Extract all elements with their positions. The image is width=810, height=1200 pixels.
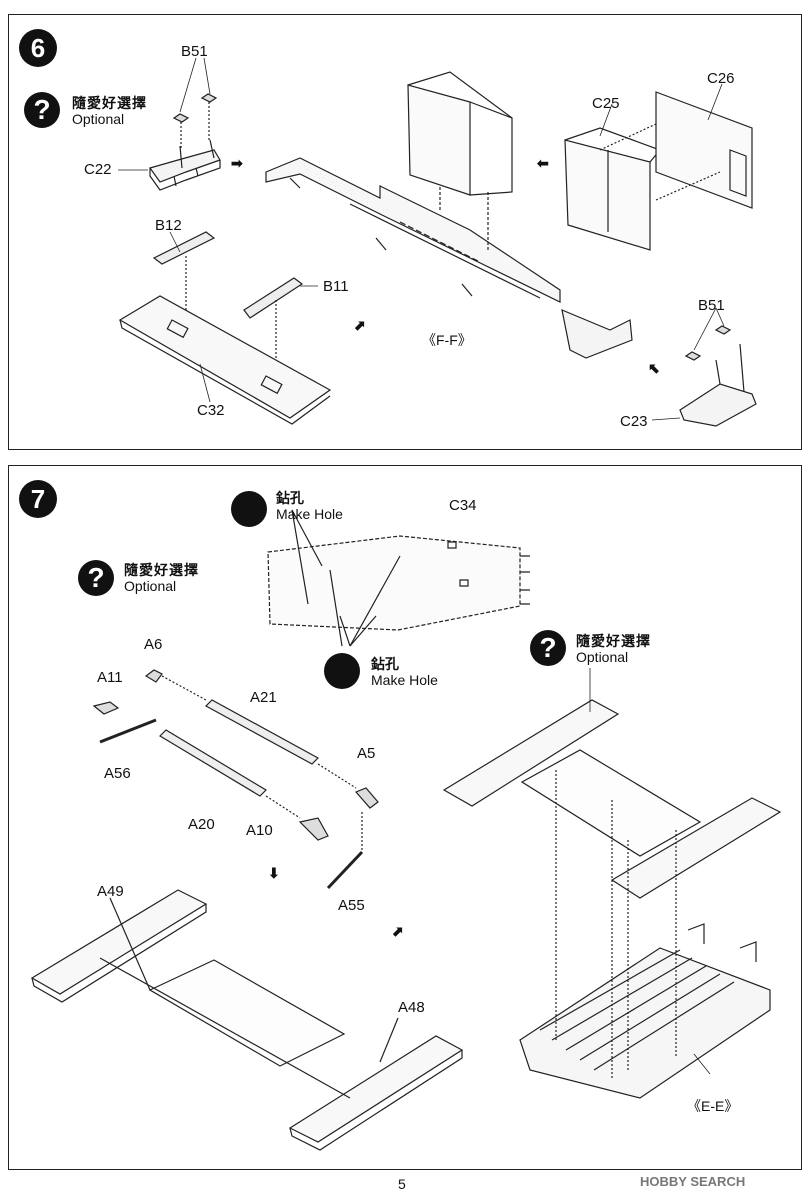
- part-label-c26: C26: [707, 70, 735, 87]
- drill-icon: [324, 653, 360, 689]
- part-label-c32: C32: [197, 402, 225, 419]
- part-label-a10: A10: [246, 822, 273, 839]
- optional-en: Optional: [72, 111, 125, 128]
- page-number: 5: [398, 1176, 406, 1192]
- arrow-icon: ⬈: [354, 317, 366, 333]
- make-hole-zh: 鉆孔: [276, 490, 304, 506]
- optional-en: Optional: [576, 649, 629, 666]
- part-label-a56: A56: [104, 765, 131, 782]
- part-label-c25: C25: [592, 95, 620, 112]
- step-6-panel: 6: [8, 14, 802, 450]
- question-mark-icon: ?: [78, 560, 114, 596]
- part-label-c34: C34: [449, 497, 477, 514]
- optional-zh: 隨愛好選擇: [124, 562, 199, 578]
- optional-zh: 隨愛好選擇: [72, 95, 147, 111]
- make-hole-en: Make Hole: [276, 506, 343, 523]
- make-hole-note-top: 鉆孔 Make Hole: [276, 490, 343, 522]
- optional-note: 隨愛好選擇 Optional: [576, 633, 651, 665]
- part-label-a21: A21: [250, 689, 277, 706]
- step-number-badge: 6: [19, 29, 57, 67]
- part-label-b12: B12: [155, 217, 182, 234]
- arrow-icon: ⬉: [648, 360, 660, 376]
- part-label-b11: B11: [323, 278, 349, 295]
- part-label-a55: A55: [338, 897, 365, 914]
- part-label-a5: A5: [357, 745, 376, 762]
- make-hole-zh: 鉆孔: [371, 656, 399, 672]
- part-label-a20: A20: [188, 816, 215, 833]
- arrow-icon: ⬅: [537, 155, 549, 171]
- make-hole-note-bottom: 鉆孔 Make Hole: [371, 656, 438, 688]
- optional-en: Optional: [124, 578, 177, 595]
- view-label-e-e: 《E-E》: [687, 1098, 739, 1114]
- part-label-b51: B51: [181, 43, 208, 60]
- part-label-b51-right: B51: [698, 297, 725, 314]
- part-label-a48: A48: [398, 999, 425, 1016]
- part-label-a49: A49: [97, 883, 124, 900]
- drill-icon: [231, 491, 267, 527]
- watermark: HOBBY SEARCH: [640, 1174, 746, 1189]
- question-mark-icon: ?: [530, 630, 566, 666]
- part-label-a11: A11: [97, 669, 123, 686]
- view-label-f-f: 《F-F》: [422, 332, 472, 348]
- optional-note: 隨愛好選擇 Optional: [124, 562, 199, 594]
- arrow-icon: ⬈: [392, 923, 404, 939]
- question-mark-icon: ?: [24, 92, 60, 128]
- part-label-c22: C22: [84, 161, 112, 178]
- make-hole-en: Make Hole: [371, 672, 438, 689]
- part-label-a6: A6: [144, 636, 163, 653]
- arrow-icon: ➡: [231, 155, 243, 171]
- arrow-icon: ⬇: [268, 865, 280, 881]
- part-label-c23: C23: [620, 413, 648, 430]
- optional-note: 隨愛好選擇 Optional: [72, 95, 147, 127]
- optional-zh: 隨愛好選擇: [576, 633, 651, 649]
- step-number-badge: 7: [19, 480, 57, 518]
